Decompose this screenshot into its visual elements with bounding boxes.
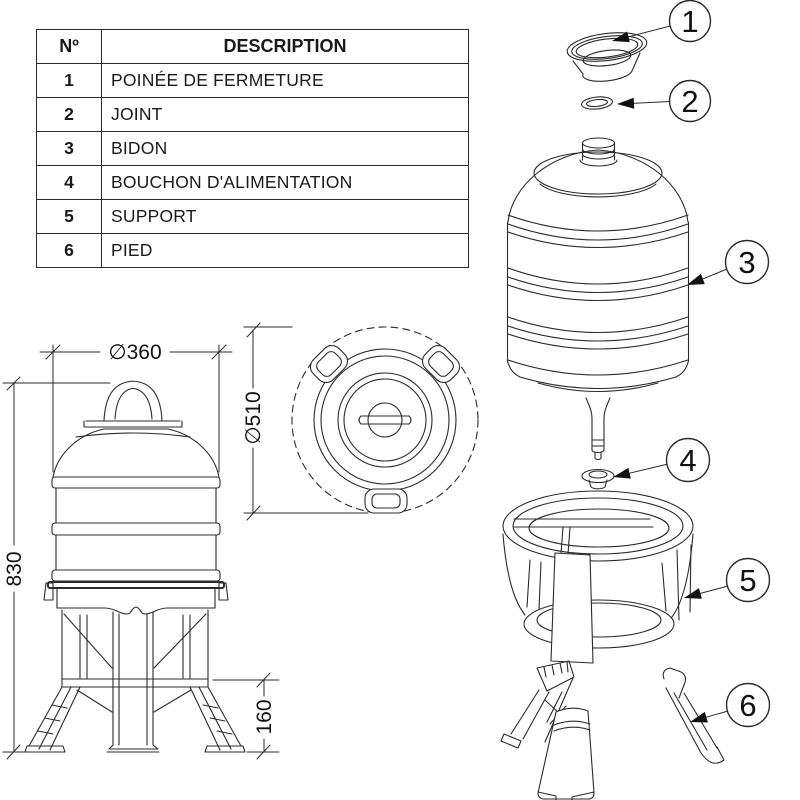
row-description: BOUCHON D'ALIMENTATION — [101, 165, 469, 200]
row-number: 6 — [36, 233, 102, 268]
arrow-icon — [617, 97, 635, 109]
foot-left — [500, 660, 575, 749]
parts-table: Nº DESCRIPTION 1 POINÉE DE FERMETURE 2 J… — [36, 29, 469, 268]
callout-number: 1 — [681, 4, 698, 39]
dim-front-height: 830 — [2, 376, 111, 760]
row-number: 5 — [36, 199, 102, 234]
foot-middle — [537, 707, 595, 800]
callout-6: 6 — [690, 682, 771, 728]
row-description: SUPPORT — [101, 199, 469, 234]
row-number: 1 — [36, 63, 102, 98]
part-bidon — [506, 137, 690, 461]
dim-leg-height: 160 — [212, 672, 280, 760]
top-view: ∅510 — [242, 322, 479, 521]
table-row: 4 BOUCHON D'ALIMENTATION — [36, 165, 469, 200]
row-description: JOINT — [101, 97, 469, 132]
dim-front-diameter: ∅360 — [39, 341, 233, 473]
dim-front-diameter-label: ∅360 — [108, 341, 161, 364]
callout-4: 4 — [613, 437, 711, 483]
table-row: 5 SUPPORT — [36, 199, 469, 234]
arrow-icon — [687, 273, 705, 285]
arrow-icon — [690, 711, 708, 723]
callout-number: 6 — [739, 688, 756, 723]
callout-number: 4 — [679, 443, 696, 478]
part-feed-cap — [581, 468, 615, 490]
header-no: Nº — [36, 29, 102, 64]
callout-2: 2 — [617, 79, 712, 123]
callout-number: 5 — [739, 563, 756, 598]
part-joint — [581, 96, 613, 110]
part-handle — [566, 32, 648, 82]
table-row: 2 JOINT — [36, 97, 469, 132]
row-description: BIDON — [101, 131, 469, 166]
table-row: 6 PIED — [36, 233, 469, 268]
row-description: PIED — [101, 233, 469, 268]
row-number: 3 — [36, 131, 102, 166]
table-row: 1 POINÉE DE FERMETURE — [36, 63, 469, 98]
callout-number: 3 — [738, 245, 755, 280]
header-description: DESCRIPTION — [101, 29, 469, 64]
callout-number: 2 — [681, 84, 698, 119]
dim-leg-height-label: 160 — [253, 699, 276, 734]
dim-top-diameter-label: ∅510 — [242, 391, 265, 444]
arrow-icon — [684, 588, 702, 599]
dim-top-diameter: ∅510 — [242, 322, 369, 521]
arrow-icon — [612, 31, 630, 43]
callout-3: 3 — [687, 239, 770, 285]
tab-bottom — [364, 488, 408, 514]
exploded-view: 1 2 3 4 — [500, 0, 771, 800]
row-description: POINÉE DE FERMETURE — [101, 63, 469, 98]
callout-5: 5 — [684, 557, 771, 603]
tab-top-right — [421, 344, 461, 384]
foot-right — [662, 667, 725, 764]
table-row: 3 BIDON — [36, 131, 469, 166]
front-view: ∅360 830 160 — [2, 341, 280, 760]
tab-top-left — [309, 344, 349, 384]
part-support — [502, 490, 694, 664]
part-feet — [500, 660, 725, 800]
callout-1: 1 — [612, 0, 712, 43]
arrow-icon — [613, 467, 631, 479]
table-header-row: Nº DESCRIPTION — [36, 29, 469, 64]
dim-front-height-label: 830 — [3, 551, 26, 586]
